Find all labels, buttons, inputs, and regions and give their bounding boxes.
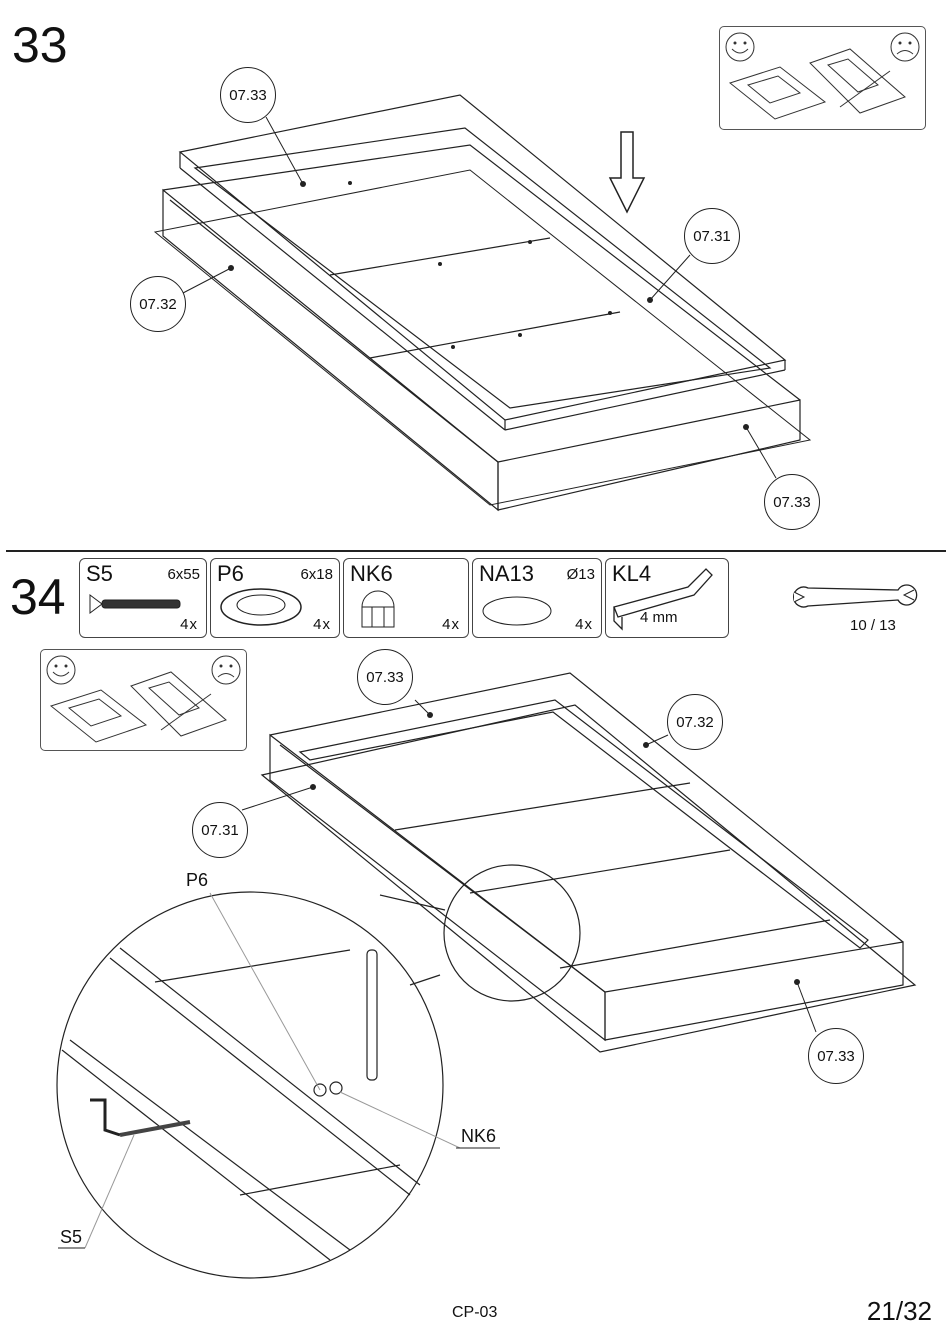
part-qty: 4x [442,616,460,633]
part-size: 6x55 [167,566,200,583]
callout-07-31: 07.31 [684,208,740,264]
part-p6: P6 6x18 4x [210,558,340,638]
sad-face-icon [212,656,240,684]
step-number-34: 34 [10,572,66,622]
callout-07-33-top: 07.33 [220,67,276,123]
sad-face-icon [891,33,919,61]
callout-07-32: 07.32 [667,694,723,750]
sticker-cap-icon [479,593,559,629]
callout-07-33-bottom: 07.33 [764,474,820,530]
part-size: 4 mm [640,609,678,626]
detail-label-s5: S5 [60,1227,82,1248]
correct-incorrect-illustration [719,26,926,130]
happy-face-icon [47,656,75,684]
page-number: 21/32 [867,1296,932,1327]
step-separator [6,550,946,552]
part-qty: 4x [180,616,198,633]
part-nk6: NK6 4x [343,558,469,638]
part-s5: S5 6x55 4x [79,558,207,638]
part-qty: 4x [575,616,593,633]
part-kl4: KL4 4 mm [605,558,729,638]
callout-07-32: 07.32 [130,276,186,332]
part-name: S5 [86,561,113,587]
part-name: P6 [217,561,244,587]
screw-icon [88,589,188,619]
part-size: Ø13 [567,566,595,583]
callout-07-33-bottom: 07.33 [808,1028,864,1084]
part-qty: 4x [313,616,331,633]
document-code: CP-03 [452,1304,497,1322]
correct-incorrect-illustration [40,649,247,751]
part-name: NA13 [479,561,534,587]
callout-07-31: 07.31 [192,802,248,858]
wrench-size: 10 / 13 [850,617,896,634]
callout-07-33-top: 07.33 [357,649,413,705]
wrench-icon [790,580,920,616]
washer-icon [217,585,307,629]
detail-label-p6: P6 [186,870,208,891]
part-size: 6x18 [300,566,333,583]
happy-face-icon [726,33,754,61]
part-na13: NA13 Ø13 4x [472,558,602,638]
cap-nut-icon [358,581,398,633]
detail-label-nk6: NK6 [461,1126,496,1147]
